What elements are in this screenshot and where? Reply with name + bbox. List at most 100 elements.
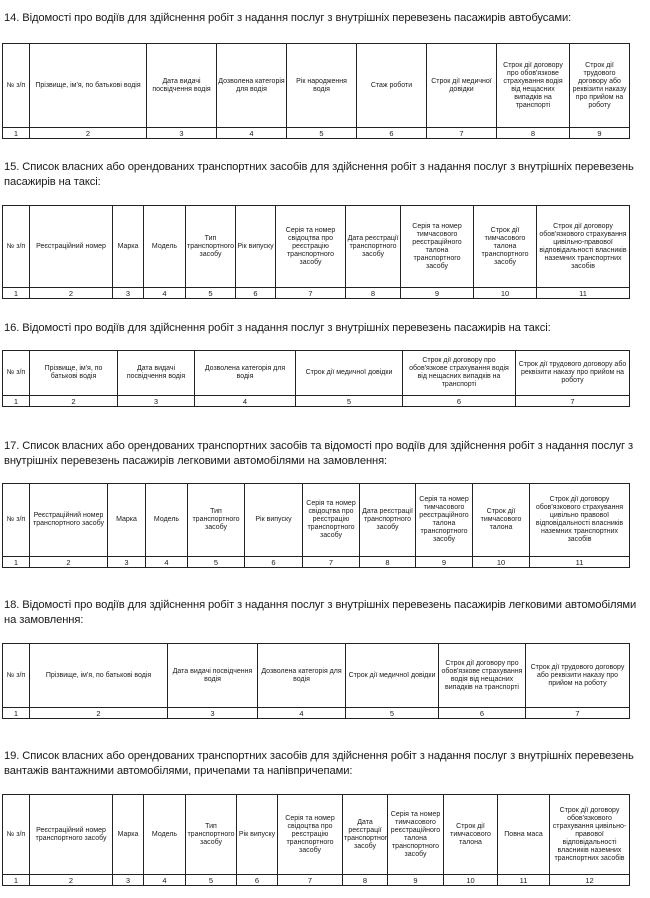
header-cell: Рік випуску [244,483,303,557]
table-header-row: № з/п Реєстраційний номер транспортного … [2,483,630,557]
header-cell: Стаж роботи [356,43,427,128]
number-cell: 9 [569,127,630,139]
header-cell: Повна маса [497,794,550,875]
number-cell: 3 [146,127,217,139]
header-cell: Тип транспортного засобу [185,794,237,875]
number-cell: 4 [194,395,296,407]
header-cell: Серія та номер тимчасового реєстраційног… [415,483,473,557]
section-18: 18. Відомості про водіїв для здійснення … [4,598,642,628]
section-title: 15. Список власних або орендованих транс… [4,161,637,188]
table-header-row: № з/п Прізвище, ім'я, по батькові водія … [2,43,630,128]
section-title: 16. Відомості про водіїв для здійснення … [4,322,551,334]
section-14: 14. Відомості про водіїв для здійснення … [4,11,642,26]
header-cell: Строк дії тимчасового талона транспортно… [473,205,537,288]
header-cell: Марка [112,205,144,288]
number-cell: 2 [29,874,113,886]
header-cell: Строк дії медичної довідки [345,643,439,708]
header-cell: Рік народження водія [286,43,357,128]
header-cell: Строк дії договору обов'язкового страхув… [536,205,630,288]
number-cell: 6 [356,127,427,139]
header-cell: Дата реєстрації транспортного засобу [359,483,416,557]
number-cell: 6 [438,707,526,719]
header-cell: Дата видачі посвідчення водія [167,643,258,708]
section-16: 16. Відомості про водіїв для здійснення … [4,321,642,336]
header-cell: № з/п [2,43,30,128]
header-cell: Модель [143,205,186,288]
header-cell: Серія та номер тимчасового реєстраційног… [400,205,474,288]
drivers-taxi-table: № з/п Прізвище, ім'я, по батькові водія … [2,350,630,407]
header-cell: Модель [145,483,188,557]
number-cell: 2 [29,707,168,719]
number-cell: 4 [143,287,186,299]
number-cell: 6 [244,556,303,568]
number-cell: 3 [112,874,144,886]
header-cell: Строк дії медичної довідки [295,350,403,396]
header-cell: № з/п [2,643,30,708]
header-cell: Рік випуску [235,205,276,288]
number-cell: 3 [167,707,258,719]
number-cell: 4 [216,127,287,139]
header-cell: Строк дії медичної довідки [426,43,497,128]
vehicles-taxi-table: № з/п Реєстраційний номер Марка Модель Т… [2,205,630,299]
drivers-order-table: № з/п Прізвище, ім'я, по батькові водія … [2,643,630,719]
header-cell: № з/п [2,205,30,288]
number-cell: 8 [345,287,401,299]
number-cell: 9 [415,556,473,568]
header-cell: Прізвище, ім'я, по батькові водія [29,643,168,708]
table-header-row: № з/п Прізвище, ім'я, по батькові водія … [2,350,630,396]
table-number-row: 1 2 3 4 5 6 7 [2,707,630,719]
header-cell: Дозволена категорія для водія [194,350,296,396]
section-title: 18. Відомості про водіїв для здійснення … [4,599,640,626]
number-cell: 10 [472,556,530,568]
number-cell: 4 [257,707,346,719]
table-number-row: 1 2 3 4 5 6 7 8 9 [2,127,630,139]
number-cell: 2 [29,287,113,299]
number-cell: 7 [426,127,497,139]
number-cell: 11 [529,556,630,568]
header-cell: Реєстраційний номер транспортного засобу [29,794,113,875]
section-title: 14. Відомості про водіїв для здійснення … [4,12,572,24]
header-cell: Строк дії трудового договору або реквізи… [569,43,630,128]
header-cell: Дата видачі посвідчення водія [146,43,217,128]
number-cell: 5 [345,707,439,719]
header-cell: Реєстраційний номер транспортного засобу [29,483,108,557]
header-cell: № з/п [2,794,30,875]
number-cell: 1 [2,127,30,139]
header-cell: № з/п [2,350,30,396]
number-cell: 9 [400,287,474,299]
number-cell: 8 [496,127,570,139]
header-cell: Серія та номер свідоцтва про реєстрацію … [277,794,343,875]
number-cell: 1 [2,287,30,299]
number-cell: 1 [2,874,30,886]
section-17: 17. Список власних або орендованих транс… [4,439,642,469]
number-cell: 7 [302,556,360,568]
number-cell: 9 [387,874,444,886]
header-cell: Прізвище, ім'я, по батькові водія [29,43,147,128]
header-cell: Дата видачі посвідчення водія [117,350,195,396]
header-cell: Рік випуску [236,794,278,875]
number-cell: 6 [235,287,276,299]
header-cell: Тип транспортного засобу [185,205,236,288]
number-cell: 7 [525,707,630,719]
section-title: 19. Список власних або орендованих транс… [4,750,637,777]
table-header-row: № з/п Реєстраційний номер транспортного … [2,794,630,875]
number-cell: 2 [29,395,118,407]
number-cell: 3 [112,287,144,299]
header-cell: Серія та номер свідоцтва про реєстрацію … [275,205,346,288]
header-cell: Строк дії договору про обов'язкове страх… [496,43,570,128]
number-cell: 4 [143,874,186,886]
number-cell: 6 [236,874,278,886]
table-number-row: 1 2 3 4 5 6 7 [2,395,630,407]
section-title: 17. Список власних або орендованих транс… [4,440,637,467]
number-cell: 8 [342,874,388,886]
vehicles-cargo-table: № з/п Реєстраційний номер транспортного … [2,794,630,886]
table-header-row: № з/п Прізвище, ім'я, по батькові водія … [2,643,630,708]
header-cell: Тип транспортного засобу [187,483,245,557]
number-cell: 5 [185,874,237,886]
number-cell: 11 [536,287,630,299]
number-cell: 7 [275,287,346,299]
header-cell: Строк дії договору обов'язкового страхув… [549,794,630,875]
number-cell: 11 [497,874,550,886]
section-19: 19. Список власних або орендованих транс… [4,749,642,779]
vehicles-drivers-order-table: № з/п Реєстраційний номер транспортного … [2,483,630,568]
